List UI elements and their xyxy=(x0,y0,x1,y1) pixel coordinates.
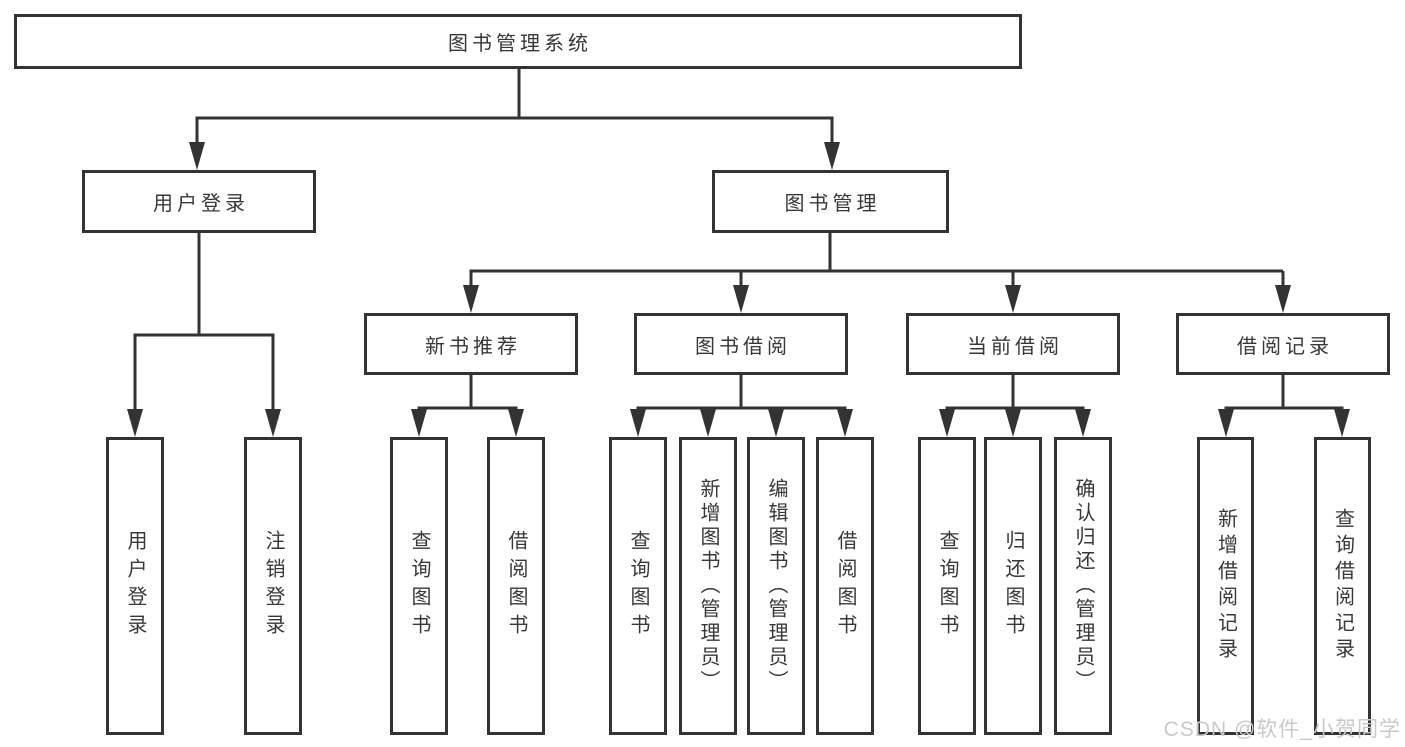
leaf-query-books-current: 查询图书 xyxy=(918,437,976,735)
leaf-query-books-borrow: 查询图书 xyxy=(609,437,667,735)
leaf-logout-login: 注销登录 xyxy=(244,437,302,735)
leaf-query-borrow-record: 查询借阅记录 xyxy=(1314,437,1371,735)
leaf-borrow-books: 借阅图书 xyxy=(816,437,874,735)
node-borrow-records: 借阅记录 xyxy=(1176,313,1390,375)
leaf-query-books-recommend: 查询图书 xyxy=(390,437,448,735)
leaf-return-books: 归还图书 xyxy=(984,437,1042,735)
node-current-borrow: 当前借阅 xyxy=(906,313,1120,375)
node-book-management: 图书管理 xyxy=(712,170,949,233)
leaf-edit-books-admin: 编辑图书（管理员） xyxy=(747,437,805,735)
node-user-login: 用户登录 xyxy=(82,170,316,233)
csdn-watermark: CSDN @软件_小贺同学 xyxy=(1163,718,1401,741)
leaf-borrow-books-recommend: 借阅图书 xyxy=(487,437,545,735)
leaf-confirm-return-admin: 确认归还（管理员） xyxy=(1054,437,1112,735)
leaf-add-books-admin: 新增图书（管理员） xyxy=(679,437,737,735)
leaf-add-borrow-record: 新增借阅记录 xyxy=(1197,437,1254,735)
node-book-borrow: 图书借阅 xyxy=(634,313,848,375)
node-library-system: 图书管理系统 xyxy=(14,14,1022,69)
leaf-user-login: 用户登录 xyxy=(106,437,164,735)
node-new-book-recommend: 新书推荐 xyxy=(364,313,578,375)
